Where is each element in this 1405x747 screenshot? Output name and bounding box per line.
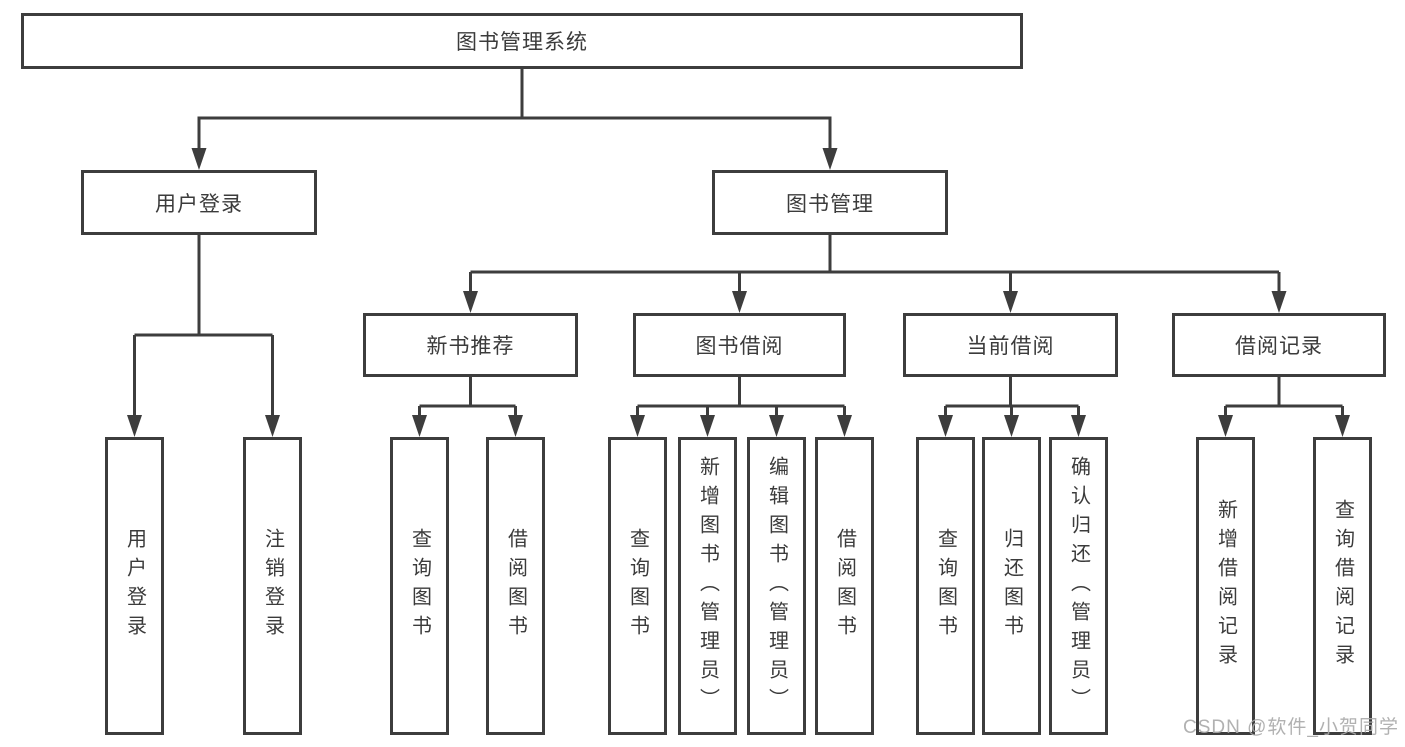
edge-mgmt-split <box>469 235 1281 293</box>
leaf-newbook-borrow-label: 借阅图书 <box>504 528 527 644</box>
leaf-current-query-label: 查询图书 <box>934 528 957 644</box>
leaf-user-login: 用户登录 <box>105 437 164 735</box>
leaf-records-query: 查询借阅记录 <box>1313 437 1372 735</box>
leaf-current-return-label: 归还图书 <box>1000 528 1023 644</box>
leaf-borrow-add-admin-label: 新增图书（管理员） <box>696 455 719 717</box>
node-borrow-records: 借阅记录 <box>1172 313 1386 377</box>
leaf-borrow-edit-admin: 编辑图书（管理员） <box>747 437 806 735</box>
node-user-login-label: 用户登录 <box>155 192 243 216</box>
node-user-login: 用户登录 <box>81 170 317 235</box>
leaf-logout-label: 注销登录 <box>261 528 284 644</box>
node-root: 图书管理系统 <box>21 13 1023 69</box>
node-book-management-label: 图书管理 <box>786 192 874 216</box>
leaf-current-query: 查询图书 <box>916 437 975 735</box>
node-book-borrow-label: 图书借阅 <box>695 335 784 358</box>
leaf-current-confirm-admin: 确认归还（管理员） <box>1049 437 1108 735</box>
leaf-borrow-book-label: 借阅图书 <box>833 528 856 644</box>
leaf-newbook-borrow: 借阅图书 <box>486 437 545 735</box>
node-new-book-recommend-label: 新书推荐 <box>426 335 515 358</box>
leaf-logout: 注销登录 <box>243 437 302 735</box>
edge-current-fan <box>944 377 1080 417</box>
csdn-watermark: CSDN @软件_小贺同学 <box>1183 717 1399 738</box>
leaf-borrow-book: 借阅图书 <box>815 437 874 735</box>
node-current-borrow: 当前借阅 <box>903 313 1118 377</box>
leaf-records-add: 新增借阅记录 <box>1196 437 1255 735</box>
leaf-records-query-label: 查询借阅记录 <box>1331 499 1354 673</box>
leaf-current-confirm-admin-label: 确认归还（管理员） <box>1067 455 1090 717</box>
leaf-current-return: 归还图书 <box>982 437 1041 735</box>
edge-records-fan <box>1224 377 1344 417</box>
edge-root-split <box>197 69 832 150</box>
node-book-borrow: 图书借阅 <box>633 313 846 377</box>
edge-borrow-fan <box>636 377 846 417</box>
node-current-borrow-label: 当前借阅 <box>966 335 1055 358</box>
node-borrow-records-label: 借阅记录 <box>1235 335 1323 358</box>
edge-newbook-fan <box>418 377 517 417</box>
node-new-book-recommend: 新书推荐 <box>363 313 578 377</box>
leaf-newbook-query-label: 查询图书 <box>408 528 431 644</box>
edge-login-fan <box>133 235 274 417</box>
leaf-records-add-label: 新增借阅记录 <box>1214 499 1237 673</box>
node-root-label: 图书管理系统 <box>456 31 588 54</box>
leaf-borrow-edit-admin-label: 编辑图书（管理员） <box>765 455 788 717</box>
leaf-borrow-add-admin: 新增图书（管理员） <box>678 437 737 735</box>
leaf-borrow-query-label: 查询图书 <box>626 528 649 644</box>
node-book-management: 图书管理 <box>712 170 948 235</box>
leaf-borrow-query: 查询图书 <box>608 437 667 735</box>
leaf-user-login-label: 用户登录 <box>123 528 146 644</box>
leaf-newbook-query: 查询图书 <box>390 437 449 735</box>
